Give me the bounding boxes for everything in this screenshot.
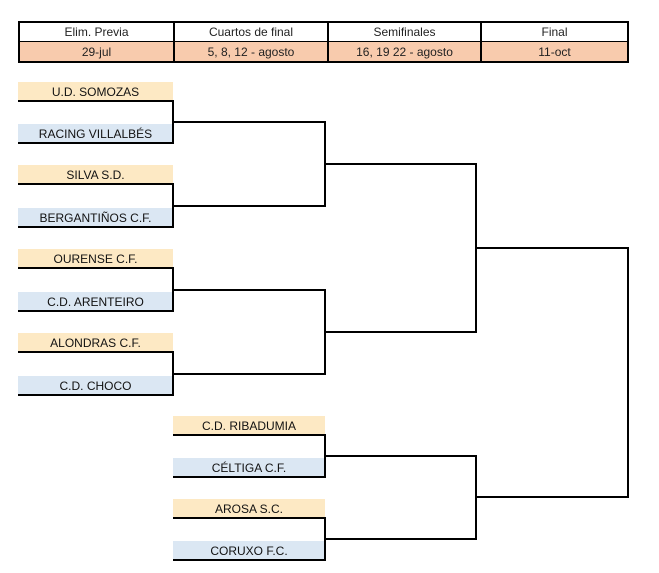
team-bergantinos: BERGANTIÑOS C.F. <box>18 208 173 227</box>
round-elim-previa: Elim. Previa <box>20 23 173 42</box>
bracket-line <box>173 434 326 478</box>
team-alondras: ALONDRAS C.F. <box>18 333 173 352</box>
team-somozas: U.D. SOMOZAS <box>18 82 173 101</box>
bracket-line <box>18 351 174 396</box>
bracket-line <box>173 289 326 375</box>
team-celtiga: CÉLTIGA C.F. <box>173 458 325 477</box>
team-choco: C.D. CHOCO <box>18 376 173 395</box>
bracket-line <box>476 247 629 498</box>
team-villalbes: RACING VILLALBÉS <box>18 124 173 143</box>
bracket-line <box>173 121 326 207</box>
bracket-line <box>325 163 477 333</box>
team-arosa: AROSA S.C. <box>173 499 325 518</box>
header-divider <box>173 23 175 61</box>
date-final: 11-oct <box>482 42 627 61</box>
round-final: Final <box>482 23 627 42</box>
bracket-line <box>173 517 326 561</box>
round-semifinales: Semifinales <box>329 23 480 42</box>
round-header-table: Elim. Previa Cuartos de final Semifinale… <box>18 21 629 63</box>
bracket-line <box>325 455 477 540</box>
date-semifinales: 16, 19 22 - agosto <box>329 42 480 61</box>
team-silva: SILVA S.D. <box>18 165 173 184</box>
bracket-line <box>18 267 174 312</box>
header-divider <box>327 23 329 61</box>
team-ribadumia: C.D. RIBADUMIA <box>173 416 325 435</box>
date-cuartos: 5, 8, 12 - agosto <box>175 42 327 61</box>
team-ourense: OURENSE C.F. <box>18 249 173 268</box>
bracket-line <box>18 100 174 144</box>
bracket-line <box>18 183 174 228</box>
round-cuartos: Cuartos de final <box>175 23 327 42</box>
date-elim-previa: 29-jul <box>20 42 173 61</box>
header-divider <box>480 23 482 61</box>
team-arenteiro: C.D. ARENTEIRO <box>18 292 173 311</box>
team-coruxo: CORUXO F.C. <box>173 541 325 560</box>
